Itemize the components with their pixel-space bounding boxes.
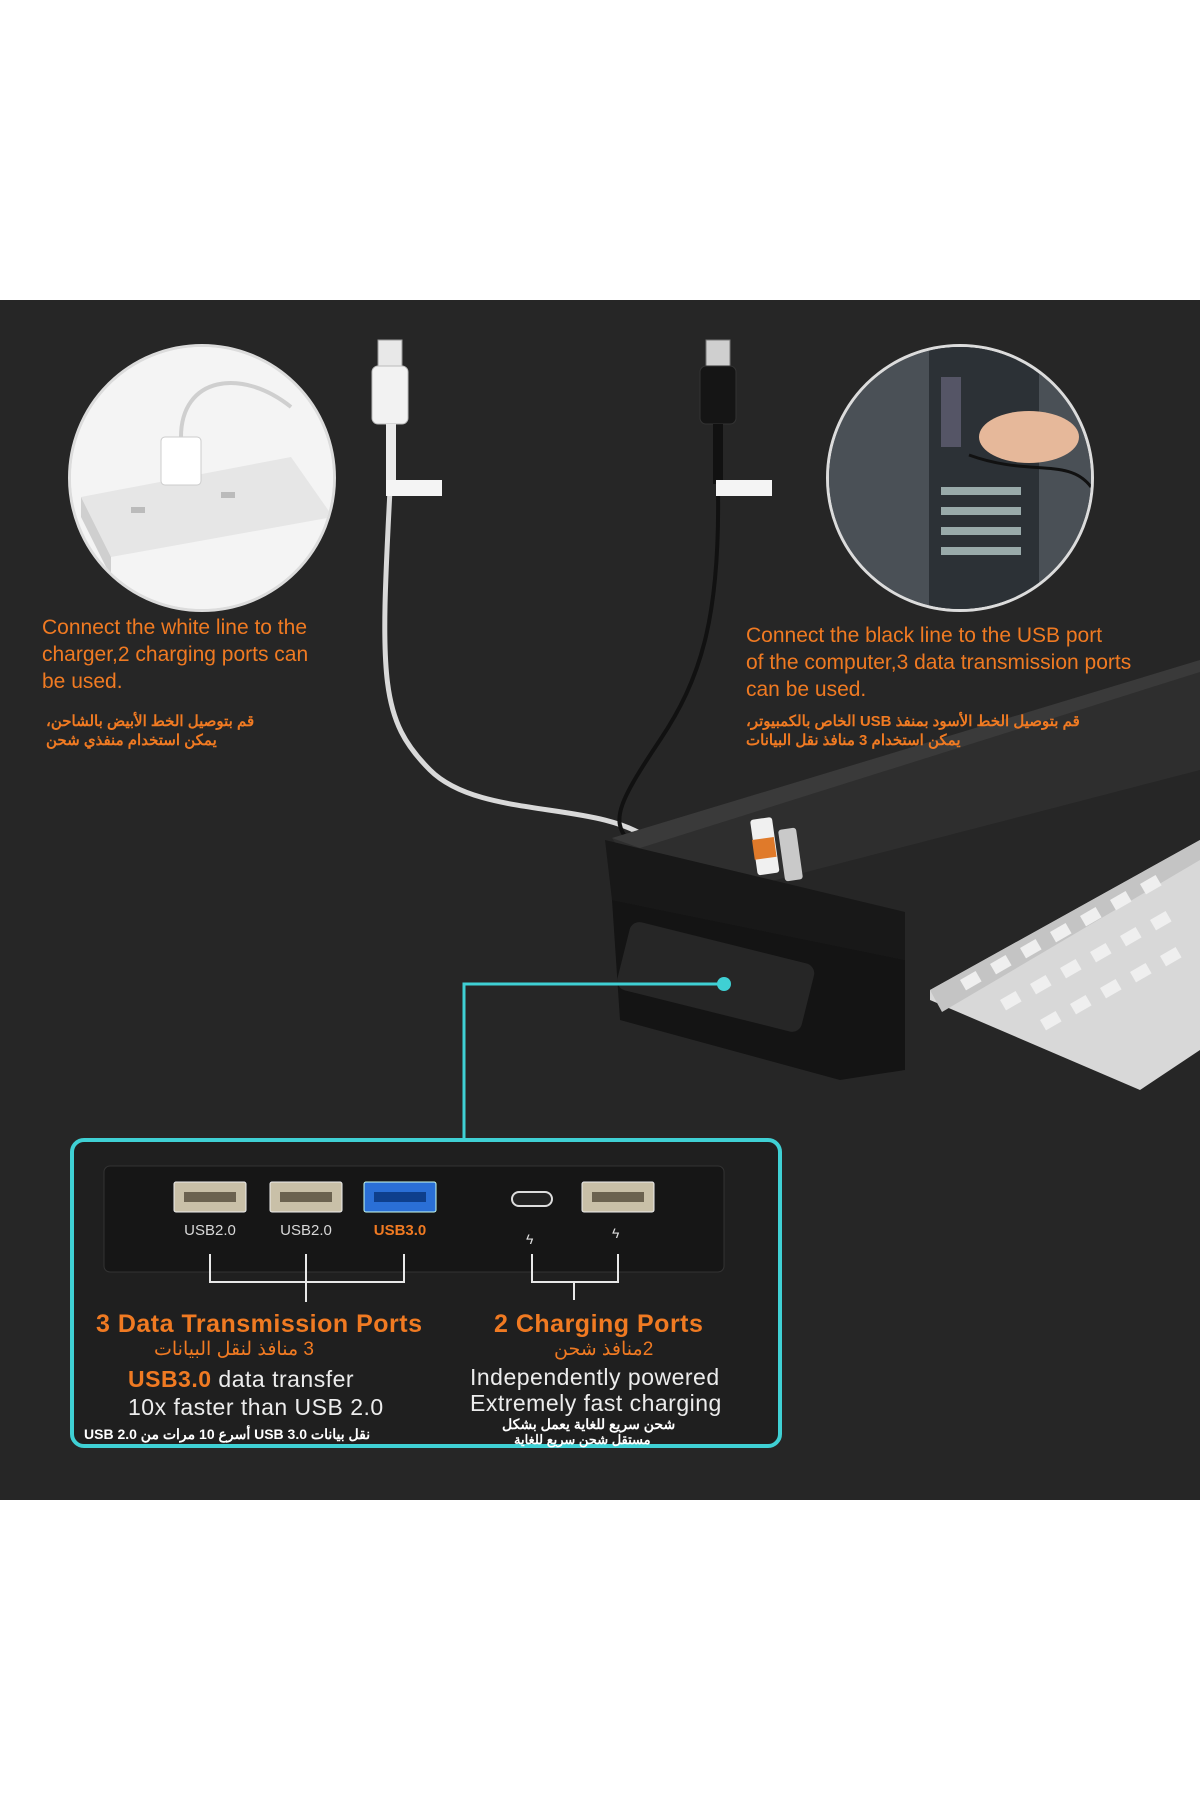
charging-ports-title: 2 Charging Ports [494, 1310, 704, 1338]
left-caption-arabic: قم بتوصيل الخط الأبيض بالشاحن، يمكن استخ… [46, 712, 296, 750]
usb-c-port-icon [511, 1191, 553, 1207]
port-label: USB2.0 [280, 1222, 332, 1239]
data-ports-arabic: نقل بيانات USB 3.0 أسرع 10 مرات من USB 2… [84, 1426, 371, 1442]
computer-photo [826, 344, 1094, 612]
port-label-highlight: USB3.0 [373, 1222, 427, 1239]
right-caption: Connect the black line to the USB port o… [746, 622, 1131, 703]
speed-line: 10x faster than USB 2.0 [128, 1394, 384, 1420]
right-caption-line: Connect the black line to the USB port [746, 624, 1103, 647]
charging-arabic-1: شحن سريع للغاية يعمل بشكل [502, 1416, 676, 1432]
product-panel: Connect the white line to the charger,2 … [0, 300, 1200, 1500]
independent-power-line: Independently powered [470, 1364, 720, 1390]
right-caption-line: can be used. [746, 678, 867, 701]
usb3-highlight: USB3.0 [128, 1366, 212, 1392]
ports-diagram: ϟ ϟ [103, 1165, 725, 1302]
white-usb-plug [371, 339, 442, 496]
right-caption-line: of the computer,3 data transmission port… [746, 651, 1132, 674]
charging-ports-title-arabic: 2منافذ شحن [554, 1339, 654, 1360]
left-caption-line: charger,2 charging ports can [42, 643, 309, 666]
black-usb-plug [699, 339, 772, 496]
lightning-icon: ϟ [612, 1225, 620, 1241]
usb2-port-icon [269, 1181, 343, 1213]
charger-photo [68, 344, 336, 612]
data-transfer-rest: data transfer [211, 1366, 355, 1392]
fast-charging-line: Extremely fast charging [470, 1390, 722, 1416]
left-caption-ar-line: يمكن استخدام منفذي شحن [46, 732, 217, 749]
left-caption-line: Connect the white line to the [42, 616, 308, 639]
port-label: USB2.0 [184, 1222, 236, 1239]
usb3-port-icon [363, 1181, 437, 1213]
right-caption-ar-line: يمكن استخدام 3 منافذ نقل البيانات [746, 732, 961, 749]
usb2-port-icon [173, 1181, 247, 1213]
charging-arabic-2: مستقل شحن سريع للغاية [514, 1432, 651, 1447]
right-caption-ar-line: قم بتوصيل الخط الأسود بمنفذ USB الخاص با… [746, 713, 1080, 730]
product-illustration [371, 339, 1200, 1138]
left-caption: Connect the white line to the charger,2 … [42, 614, 308, 695]
data-ports-title: 3 Data Transmission Ports [96, 1310, 423, 1338]
data-ports-title-arabic: 3 منافذ لنقل البيانات [154, 1339, 314, 1360]
usb2-charging-port-icon [581, 1181, 655, 1213]
left-caption-ar-line: قم بتوصيل الخط الأبيض بالشاحن، [46, 713, 255, 730]
data-transfer-line: USB3.0 data transfer [128, 1366, 354, 1393]
ports-detail-callout: ϟ ϟ USB2.0 USB2.0 USB3.0 3 Data Transmis… [70, 1138, 782, 1448]
lightning-icon: ϟ [526, 1231, 534, 1247]
left-caption-line: be used. [42, 670, 123, 693]
right-caption-arabic: قم بتوصيل الخط الأسود بمنفذ USB الخاص با… [746, 712, 1146, 750]
